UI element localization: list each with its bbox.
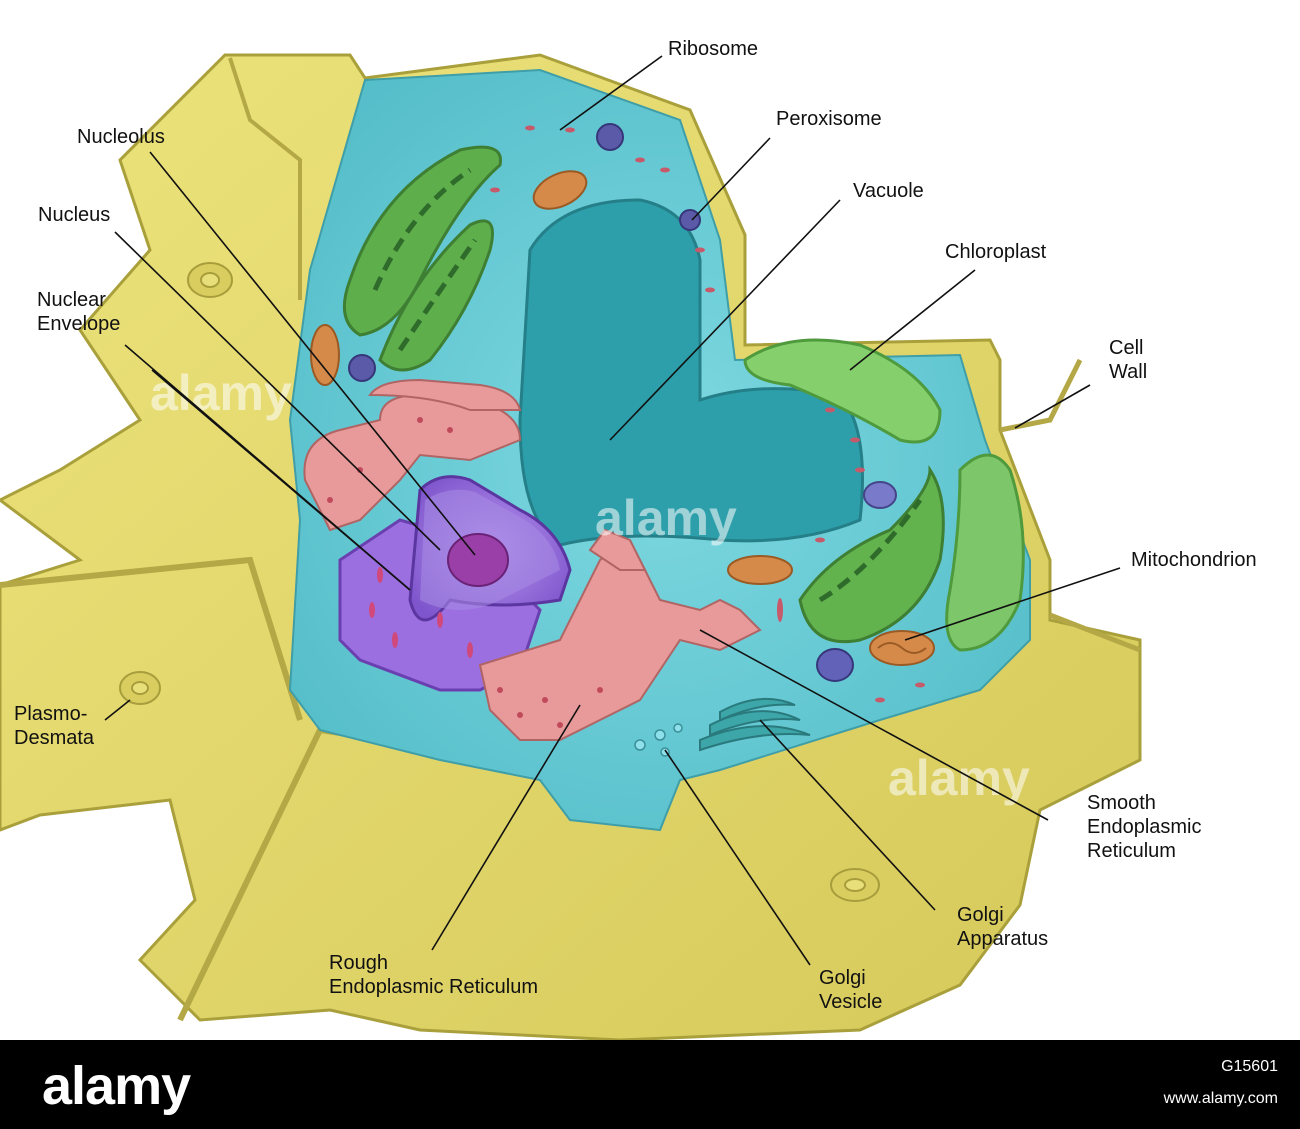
peroxisome — [679, 209, 701, 231]
label-text: Envelope — [37, 313, 121, 335]
leader-line-plasmodesmata — [104, 699, 131, 721]
label-text: Nucleus — [38, 204, 111, 226]
label-text: Plasmo- — [14, 703, 88, 725]
label-text: Desmata — [14, 727, 95, 749]
label-ribosome: Ribosome — [668, 37, 758, 61]
leader-line-nucleolus — [149, 151, 476, 556]
footer-url: www.alamy.com — [1163, 1090, 1278, 1107]
wall-ridge-right-lower — [1049, 612, 1141, 653]
label-plasmodesmata: Plasmo-Desmata — [14, 702, 94, 750]
label-text: Nucleolus — [77, 126, 165, 148]
label-text: Peroxisome — [776, 108, 882, 130]
watermark: alamy — [888, 750, 1030, 806]
label-text: Chloroplast — [945, 241, 1047, 263]
peroxisome — [816, 648, 854, 682]
label-nucleus: Nucleus — [38, 203, 110, 227]
chloroplast — [743, 338, 942, 444]
nucleolus — [447, 533, 509, 587]
label-nucleolus: Nucleolus — [77, 125, 165, 149]
mitochondrion — [869, 630, 935, 666]
peroxisome — [863, 481, 897, 509]
chloroplast — [378, 219, 494, 372]
leader-line-ribosome — [559, 55, 663, 131]
label-text: Rough — [329, 952, 388, 974]
label-peroxisome: Peroxisome — [776, 107, 882, 131]
leader-line-mitochondrion — [904, 567, 1121, 641]
plant-cell-illustration: alamy alamy alamy — [0, 53, 1142, 1040]
leader-line-nucleus — [114, 231, 441, 551]
label-text: Mitochondrion — [1131, 549, 1257, 571]
leader-line-cell-wall — [1014, 384, 1091, 429]
wall-ridge-right — [999, 358, 1083, 433]
label-text: Vacuole — [853, 180, 924, 202]
chloroplast — [342, 145, 502, 337]
leader-line-smooth-er — [699, 629, 1049, 821]
label-text: Golgi — [957, 904, 1004, 926]
plasmodesmata-pit — [830, 868, 880, 902]
plasmodesmata-pit — [187, 262, 233, 298]
label-text: Ribosome — [668, 38, 759, 60]
label-text: Golgi — [819, 967, 866, 989]
rough-endoplasmic-reticulum — [303, 378, 762, 741]
vacuole — [518, 198, 864, 547]
mitochondrion — [310, 324, 340, 386]
footer-image-id: G15601 — [1221, 1058, 1278, 1075]
label-text: Cell — [1109, 337, 1144, 359]
wall-ridge-top — [228, 57, 302, 300]
label-vacuole: Vacuole — [853, 179, 924, 203]
leader-line-golgi-apparatus — [759, 719, 936, 911]
mitochondrion — [727, 555, 793, 585]
golgi-apparatus — [699, 697, 811, 752]
leader-line-golgi-vesicle — [664, 749, 811, 966]
leader-line-vacuole — [609, 199, 841, 441]
label-text: Apparatus — [957, 928, 1049, 950]
peroxisome — [596, 123, 624, 151]
leader-line-peroxisome — [691, 137, 771, 221]
leader-line-chloroplast — [849, 269, 976, 371]
wall-ridge-left — [0, 556, 303, 721]
label-text: Vesicle — [819, 991, 883, 1013]
label-text: Smooth — [1087, 792, 1156, 814]
label-text: Reticulum — [1087, 840, 1176, 862]
label-text: Endoplasmic — [1087, 816, 1202, 838]
ribosomes — [490, 125, 925, 703]
chloroplast — [945, 453, 1025, 652]
label-text: Nuclear — [37, 289, 106, 311]
watermark-footer: alamy G15601 www.alamy.com — [0, 1040, 1300, 1129]
label-chloroplast: Chloroplast — [945, 240, 1046, 264]
chloroplast — [798, 465, 945, 644]
rough-er-ribosomes — [327, 417, 603, 728]
label-text: Wall — [1109, 361, 1148, 383]
leader-line-rough-er — [431, 704, 581, 951]
watermark: alamy — [595, 490, 737, 546]
watermark: alamy — [150, 365, 292, 421]
label-text: Endoplasmic Reticulum — [329, 976, 538, 998]
nucleus-pores — [369, 567, 473, 658]
peroxisome — [348, 354, 376, 382]
leader-lines — [104, 55, 1121, 966]
label-mitochondrion: Mitochondrion — [1131, 548, 1257, 572]
plasmodesmata-pit — [119, 671, 161, 705]
mitochondrion — [532, 170, 588, 210]
leader-line-nuclear-envelope-2 — [124, 344, 411, 591]
footer-logo: alamy — [42, 1056, 191, 1116]
